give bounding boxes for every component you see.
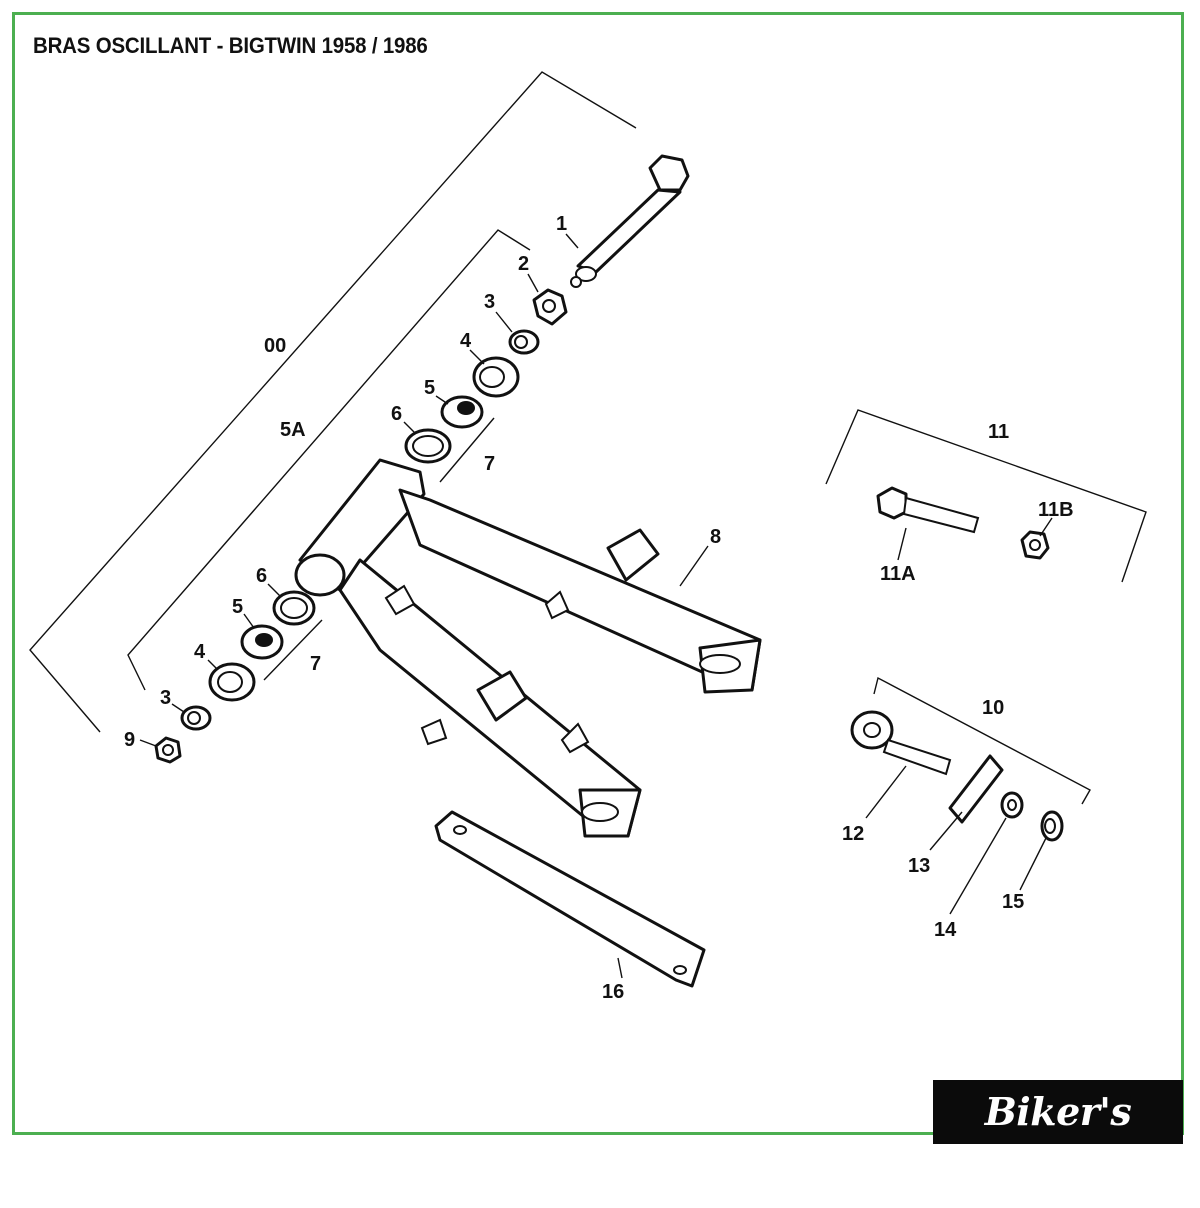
bearing-cup-part-4-lower xyxy=(208,662,256,702)
label-16: 16 xyxy=(602,981,624,1003)
seal-part-6-upper xyxy=(404,428,452,464)
nut-part-11B xyxy=(1020,530,1050,560)
nut-part-3-lower xyxy=(180,705,212,731)
nut-part-9 xyxy=(154,736,182,764)
label-6-upper: 6 xyxy=(391,403,402,425)
bikers-store-logo: Biker's Store xyxy=(933,1080,1183,1198)
label-11A: 11A xyxy=(880,563,916,585)
label-00: 00 xyxy=(264,335,286,357)
bracket-5A xyxy=(127,229,531,691)
label-12: 12 xyxy=(842,823,864,845)
label-10: 10 xyxy=(982,697,1004,719)
label-5-upper: 5 xyxy=(424,377,435,399)
seal-part-6-lower xyxy=(272,590,316,626)
bracket-11 xyxy=(825,409,1147,583)
bearing-cup-part-4-upper xyxy=(472,356,520,398)
label-4-upper: 4 xyxy=(460,330,472,352)
label-6-lower: 6 xyxy=(256,565,267,587)
eye-bolt-part-12 xyxy=(850,710,952,776)
plate-part-13 xyxy=(948,754,1004,824)
label-4-lower: 4 xyxy=(194,641,206,663)
label-9: 9 xyxy=(124,729,135,751)
nut-part-15 xyxy=(1040,810,1064,842)
nut-part-3-upper xyxy=(508,329,540,355)
tab-washer-part-2 xyxy=(532,288,568,326)
label-15: 15 xyxy=(1002,891,1024,913)
label-13: 13 xyxy=(908,855,930,877)
label-3-lower: 3 xyxy=(160,687,171,709)
label-8: 8 xyxy=(710,526,721,548)
leader-lines xyxy=(139,233,1053,979)
logo-text: Biker's Store xyxy=(984,1089,1132,1198)
swing-arm-part-8 xyxy=(294,458,762,838)
bolt-part-11A xyxy=(876,486,980,534)
flat-bar-part-16 xyxy=(434,810,706,988)
label-5-lower: 5 xyxy=(232,596,243,618)
label-5A: 5A xyxy=(280,419,306,441)
label-11: 11 xyxy=(988,421,1009,443)
bracket-10 xyxy=(873,676,1091,805)
cone-bearing-part-5-upper xyxy=(440,395,484,429)
pivot-bolt-part-1 xyxy=(570,154,690,288)
exploded-parts-diagram: 00 1 2 3 4 5 5A 6 7 8 6 5 7 4 3 9 11 11A… xyxy=(29,71,1147,1003)
label-11B: 11B xyxy=(1038,499,1074,521)
cone-bearing-part-5-lower xyxy=(240,624,284,660)
bracket-00 xyxy=(29,71,637,733)
green-border-frame xyxy=(12,12,1184,1135)
bracket-7-lower xyxy=(263,619,323,681)
label-3-upper: 3 xyxy=(484,291,495,313)
washer-part-14 xyxy=(1000,791,1024,819)
label-7-upper: 7 xyxy=(484,453,495,475)
label-14: 14 xyxy=(934,919,957,941)
diagram-title: BRAS OSCILLANT - BIGTWIN 1958 / 1986 xyxy=(33,33,428,58)
label-2: 2 xyxy=(518,253,529,275)
label-7-lower: 7 xyxy=(310,653,321,675)
bracket-7-upper xyxy=(439,417,495,483)
label-1: 1 xyxy=(556,213,567,235)
